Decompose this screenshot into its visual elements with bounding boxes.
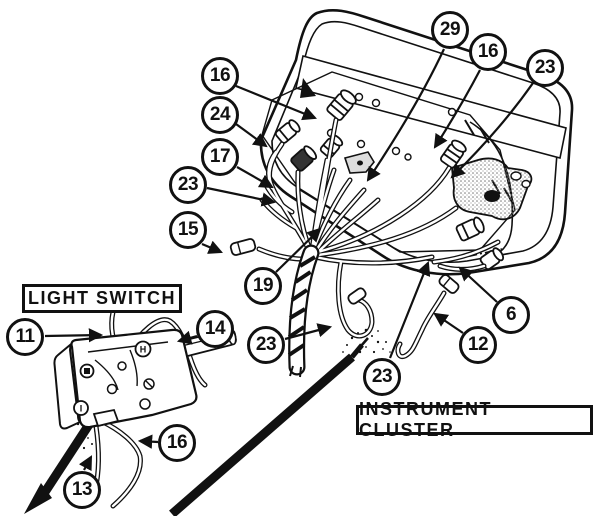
terminal-i (73, 400, 89, 416)
terminal-letter-i: I (80, 404, 83, 414)
callout-number: 13 (71, 479, 93, 500)
callout-16-upper-left: 16 (201, 57, 239, 95)
light-switch-assembly: H I (53, 309, 237, 509)
callout-19: 19 (244, 267, 282, 305)
bulb-socket-icon (274, 119, 301, 144)
bulb-sockets (274, 89, 505, 271)
callout-29: 29 (431, 11, 469, 49)
callout-number: 11 (15, 326, 35, 347)
callout-number: 19 (252, 275, 274, 296)
callout-number: 17 (209, 146, 231, 167)
airbrush-speckles (342, 328, 391, 354)
bulb-socket-icon (326, 89, 357, 121)
cable-arrowhead (24, 483, 52, 514)
callout-23-mid-left: 23 (247, 326, 285, 364)
terminal-letter-h: H (140, 345, 147, 355)
bulb-socket-icon (290, 145, 318, 172)
callout-6: 6 (492, 296, 530, 334)
callout-23-bottom: 23 (363, 358, 401, 396)
callout-number: 14 (204, 318, 226, 339)
cluster-wiring (229, 117, 501, 360)
callout-number: 16 (166, 432, 188, 453)
callout-24: 24 (201, 96, 239, 134)
callout-number: 16 (209, 65, 231, 86)
callout-number: 23 (534, 57, 556, 78)
bulb-socket-icon (439, 139, 467, 169)
callout-number: 12 (467, 334, 489, 355)
callout-17: 17 (201, 138, 239, 176)
terminal-h (134, 340, 152, 358)
callout-number: 23 (371, 366, 393, 387)
callout-number: 23 (177, 174, 199, 195)
callout-23-upper-right: 23 (526, 49, 564, 87)
instrument-cluster-label: INSTRUMENT CLUSTER (356, 399, 593, 440)
speedometer-connector-bracket (451, 157, 533, 221)
callout-11: 11 (6, 318, 44, 356)
ring-terminal (347, 287, 367, 305)
switch-body (70, 328, 198, 429)
bullet-connector (229, 238, 257, 256)
callout-16-upper-right: 16 (469, 33, 507, 71)
bulb-socket-icon (455, 216, 485, 242)
callout-12: 12 (459, 326, 497, 364)
wiring-harness-loom (287, 244, 320, 378)
callout-16-below-switch: 16 (158, 424, 196, 462)
bullet-terminal (438, 274, 460, 294)
callout-leader-lines (44, 48, 534, 472)
main-harness-cable (169, 328, 391, 516)
callout-number: 23 (255, 334, 277, 355)
callout-number: 6 (505, 304, 517, 325)
callout-number: 24 (209, 104, 231, 125)
light-switch-label: LIGHT SWITCH (22, 284, 182, 313)
callout-13: 13 (63, 471, 101, 509)
callout-number: 15 (177, 219, 199, 240)
callout-14: 14 (196, 310, 234, 348)
instrument-cluster-housing (259, 9, 574, 276)
callout-number: 16 (477, 41, 499, 62)
callout-23-left: 23 (169, 166, 207, 204)
panel-holes (326, 92, 457, 161)
callout-number: 29 (439, 19, 461, 40)
switch-lug (92, 408, 120, 428)
callout-15: 15 (169, 211, 207, 249)
